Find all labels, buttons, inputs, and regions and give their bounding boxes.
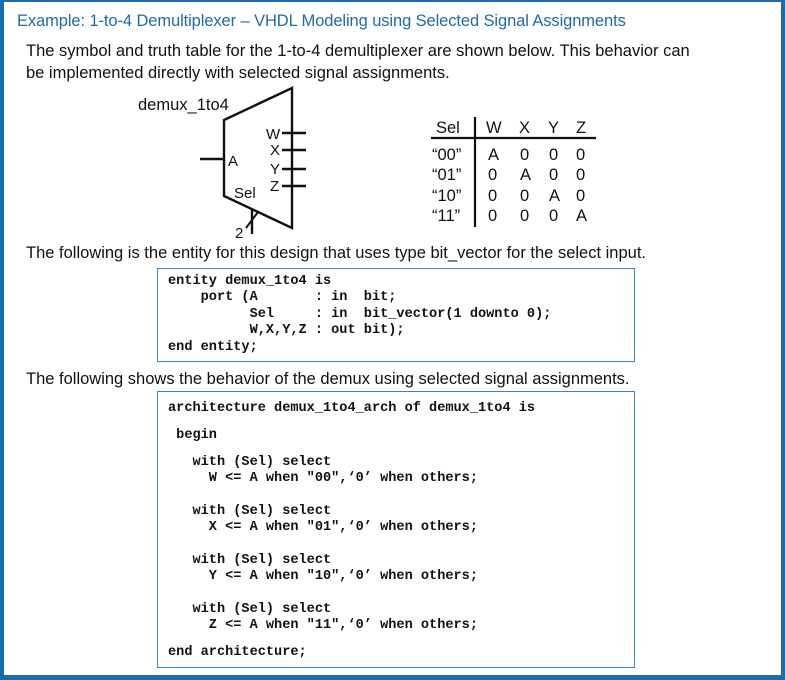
entity-code: entity demux_1to4 is port (A : in bit; S… (168, 274, 552, 355)
svg-text:0: 0 (488, 187, 497, 205)
table-row: “00” A 0 0 0 (432, 146, 585, 164)
svg-text:0: 0 (549, 166, 558, 184)
svg-text:0: 0 (520, 207, 529, 225)
svg-text:“11”: “11” (432, 207, 460, 225)
intro-line-1: The symbol and truth table for the 1-to-… (26, 42, 690, 60)
arch-begin-line: begin (168, 428, 217, 443)
svg-text:A: A (549, 187, 560, 205)
svg-text:A: A (520, 166, 531, 184)
svg-text:“10”: “10” (432, 187, 461, 205)
table-row: “10” 0 0 A 0 (432, 187, 585, 205)
select-width-label: 2 (235, 225, 243, 242)
select-label: Sel (234, 185, 256, 202)
select-block-y: with (Sel) select Y <= A when "10",‘0’ w… (192, 553, 478, 585)
svg-text:0: 0 (520, 146, 529, 164)
svg-text:0: 0 (488, 207, 497, 225)
entity-intro-text: The following is the entity for this des… (26, 244, 646, 262)
output-label-y: Y (270, 161, 280, 178)
select-block-w: with (Sel) select W <= A when "00",‘0’ w… (192, 455, 478, 487)
output-label-w: W (266, 126, 281, 143)
svg-text:A: A (576, 207, 587, 225)
svg-text:A: A (488, 146, 499, 164)
header-x: X (519, 119, 530, 137)
table-row: “11” 0 0 0 A (432, 207, 587, 225)
svg-text:0: 0 (549, 146, 558, 164)
arch-intro-text: The following shows the behavior of the … (26, 370, 630, 388)
arch-header-line: architecture demux_1to4_arch of demux_1t… (168, 401, 536, 416)
svg-text:0: 0 (520, 187, 529, 205)
entity-code-box: entity demux_1to4 is port (A : in bit; S… (157, 268, 635, 362)
svg-text:0: 0 (576, 187, 585, 205)
svg-text:“01”: “01” (432, 166, 461, 184)
input-label-a: A (228, 153, 238, 170)
header-z: Z (576, 119, 586, 137)
demux-symbol-icon: demux_1to4 A W X Y Z Sel 2 (138, 86, 306, 242)
arch-end-line: end architecture; (168, 645, 307, 660)
truth-table: Sel W X Y Z “00” A 0 0 0 “01” 0 A 0 0 “1… (414, 107, 614, 232)
output-label-z: Z (270, 178, 279, 195)
header-w: W (486, 119, 502, 137)
output-label-x: X (270, 142, 280, 159)
demux-symbol-diagram: demux_1to4 A W X Y Z Sel 2 (124, 82, 324, 242)
intro-line-2: be implemented directly with selected si… (26, 64, 450, 82)
architecture-code-box: architecture demux_1to4_arch of demux_1t… (157, 391, 635, 668)
svg-text:0: 0 (576, 166, 585, 184)
table-row: “01” 0 A 0 0 (432, 166, 585, 184)
svg-text:0: 0 (549, 207, 558, 225)
svg-text:0: 0 (576, 146, 585, 164)
header-sel: Sel (436, 119, 460, 137)
slide-title: Example: 1-to-4 Demultiplexer – VHDL Mod… (17, 12, 626, 30)
select-block-x: with (Sel) select X <= A when "01",‘0’ w… (192, 504, 478, 536)
header-y: Y (548, 119, 559, 137)
symbol-name: demux_1to4 (138, 96, 229, 114)
select-block-z: with (Sel) select Z <= A when "11",‘0’ w… (192, 602, 478, 634)
svg-text:“00”: “00” (432, 146, 461, 164)
svg-text:0: 0 (488, 166, 497, 184)
